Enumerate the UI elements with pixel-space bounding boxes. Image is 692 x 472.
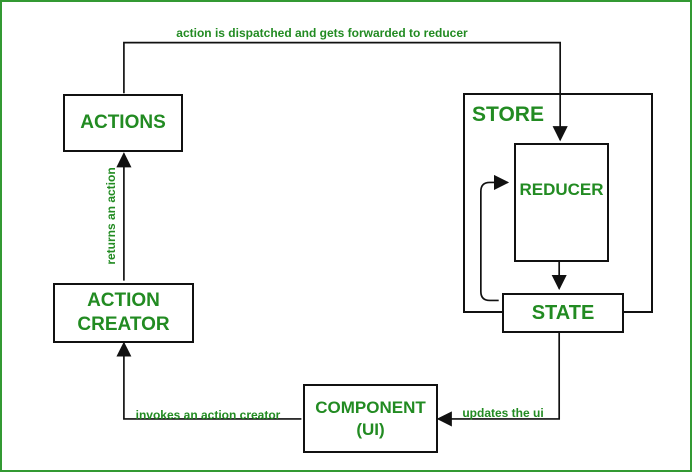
node-state: STATE xyxy=(502,293,624,333)
node-actions: ACTIONS xyxy=(63,94,183,152)
edge-label-updates-ui: updates the ui xyxy=(462,406,544,420)
edge-label-dispatch: action is dispatched and gets forwarded … xyxy=(176,26,468,40)
edge-label-invokes-action-creator: invokes an action creator xyxy=(135,408,281,422)
node-reducer: REDUCER xyxy=(514,143,609,262)
edge-label-returns-action: returns an action xyxy=(104,167,118,265)
store-label: STORE xyxy=(472,103,544,126)
node-component-ui: COMPONENT (UI) xyxy=(303,384,438,453)
node-action-creator: ACTION CREATOR xyxy=(53,283,194,343)
